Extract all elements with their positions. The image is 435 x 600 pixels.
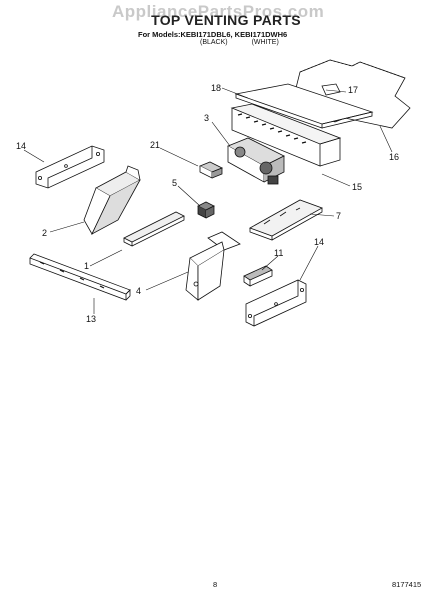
callout-11: 11 bbox=[274, 248, 283, 258]
page-number: 8 bbox=[213, 580, 218, 589]
part-2-duct bbox=[83, 165, 141, 235]
part-4-bracket bbox=[185, 231, 241, 301]
part-number: 8177415 bbox=[392, 580, 422, 589]
callout-2: 2 bbox=[42, 228, 47, 238]
callout-13: 13 bbox=[86, 314, 96, 324]
callout-1: 1 bbox=[84, 261, 89, 271]
callout-3: 3 bbox=[204, 113, 209, 123]
part-14-right-bracket bbox=[245, 279, 307, 327]
leader-lines bbox=[23, 87, 393, 314]
variant-white: (WHITE) bbox=[251, 39, 279, 46]
part-7-tray bbox=[249, 199, 323, 241]
part-5-switch bbox=[197, 201, 215, 219]
callout-4: 4 bbox=[136, 286, 141, 296]
callout-14-right: 14 bbox=[314, 237, 324, 247]
callout-15: 15 bbox=[352, 182, 362, 192]
part-14-left-bracket bbox=[35, 145, 105, 189]
callout-21: 21 bbox=[150, 140, 160, 150]
part-15-vented-rail bbox=[230, 103, 342, 167]
callout-14-left: 14 bbox=[16, 141, 26, 151]
part-13-rail bbox=[29, 253, 131, 301]
watermark: AppliancePartsPros.com bbox=[112, 2, 325, 21]
part-11-switch-strip bbox=[243, 265, 273, 287]
page-title: TOP VENTING PARTS bbox=[151, 12, 301, 28]
part-3-blower-assembly bbox=[227, 137, 285, 185]
variant-black: (BLACK) bbox=[200, 39, 228, 46]
callout-5: 5 bbox=[172, 178, 177, 188]
callout-16: 16 bbox=[389, 152, 399, 162]
callout-18: 18 bbox=[211, 83, 221, 93]
part-18-panel bbox=[234, 83, 374, 129]
callout-labels: 18 17 3 16 14 21 15 5 2 7 1 11 14 4 13 bbox=[16, 83, 399, 324]
callout-7: 7 bbox=[336, 211, 341, 221]
part-1-channel bbox=[123, 211, 185, 247]
model-numbers: For Models:KEBI171DBL6, KEBI171DWH6 bbox=[138, 30, 288, 39]
part-21-block bbox=[199, 161, 223, 179]
callout-17: 17 bbox=[348, 85, 358, 95]
color-variants: (BLACK) (WHITE) bbox=[200, 39, 279, 46]
